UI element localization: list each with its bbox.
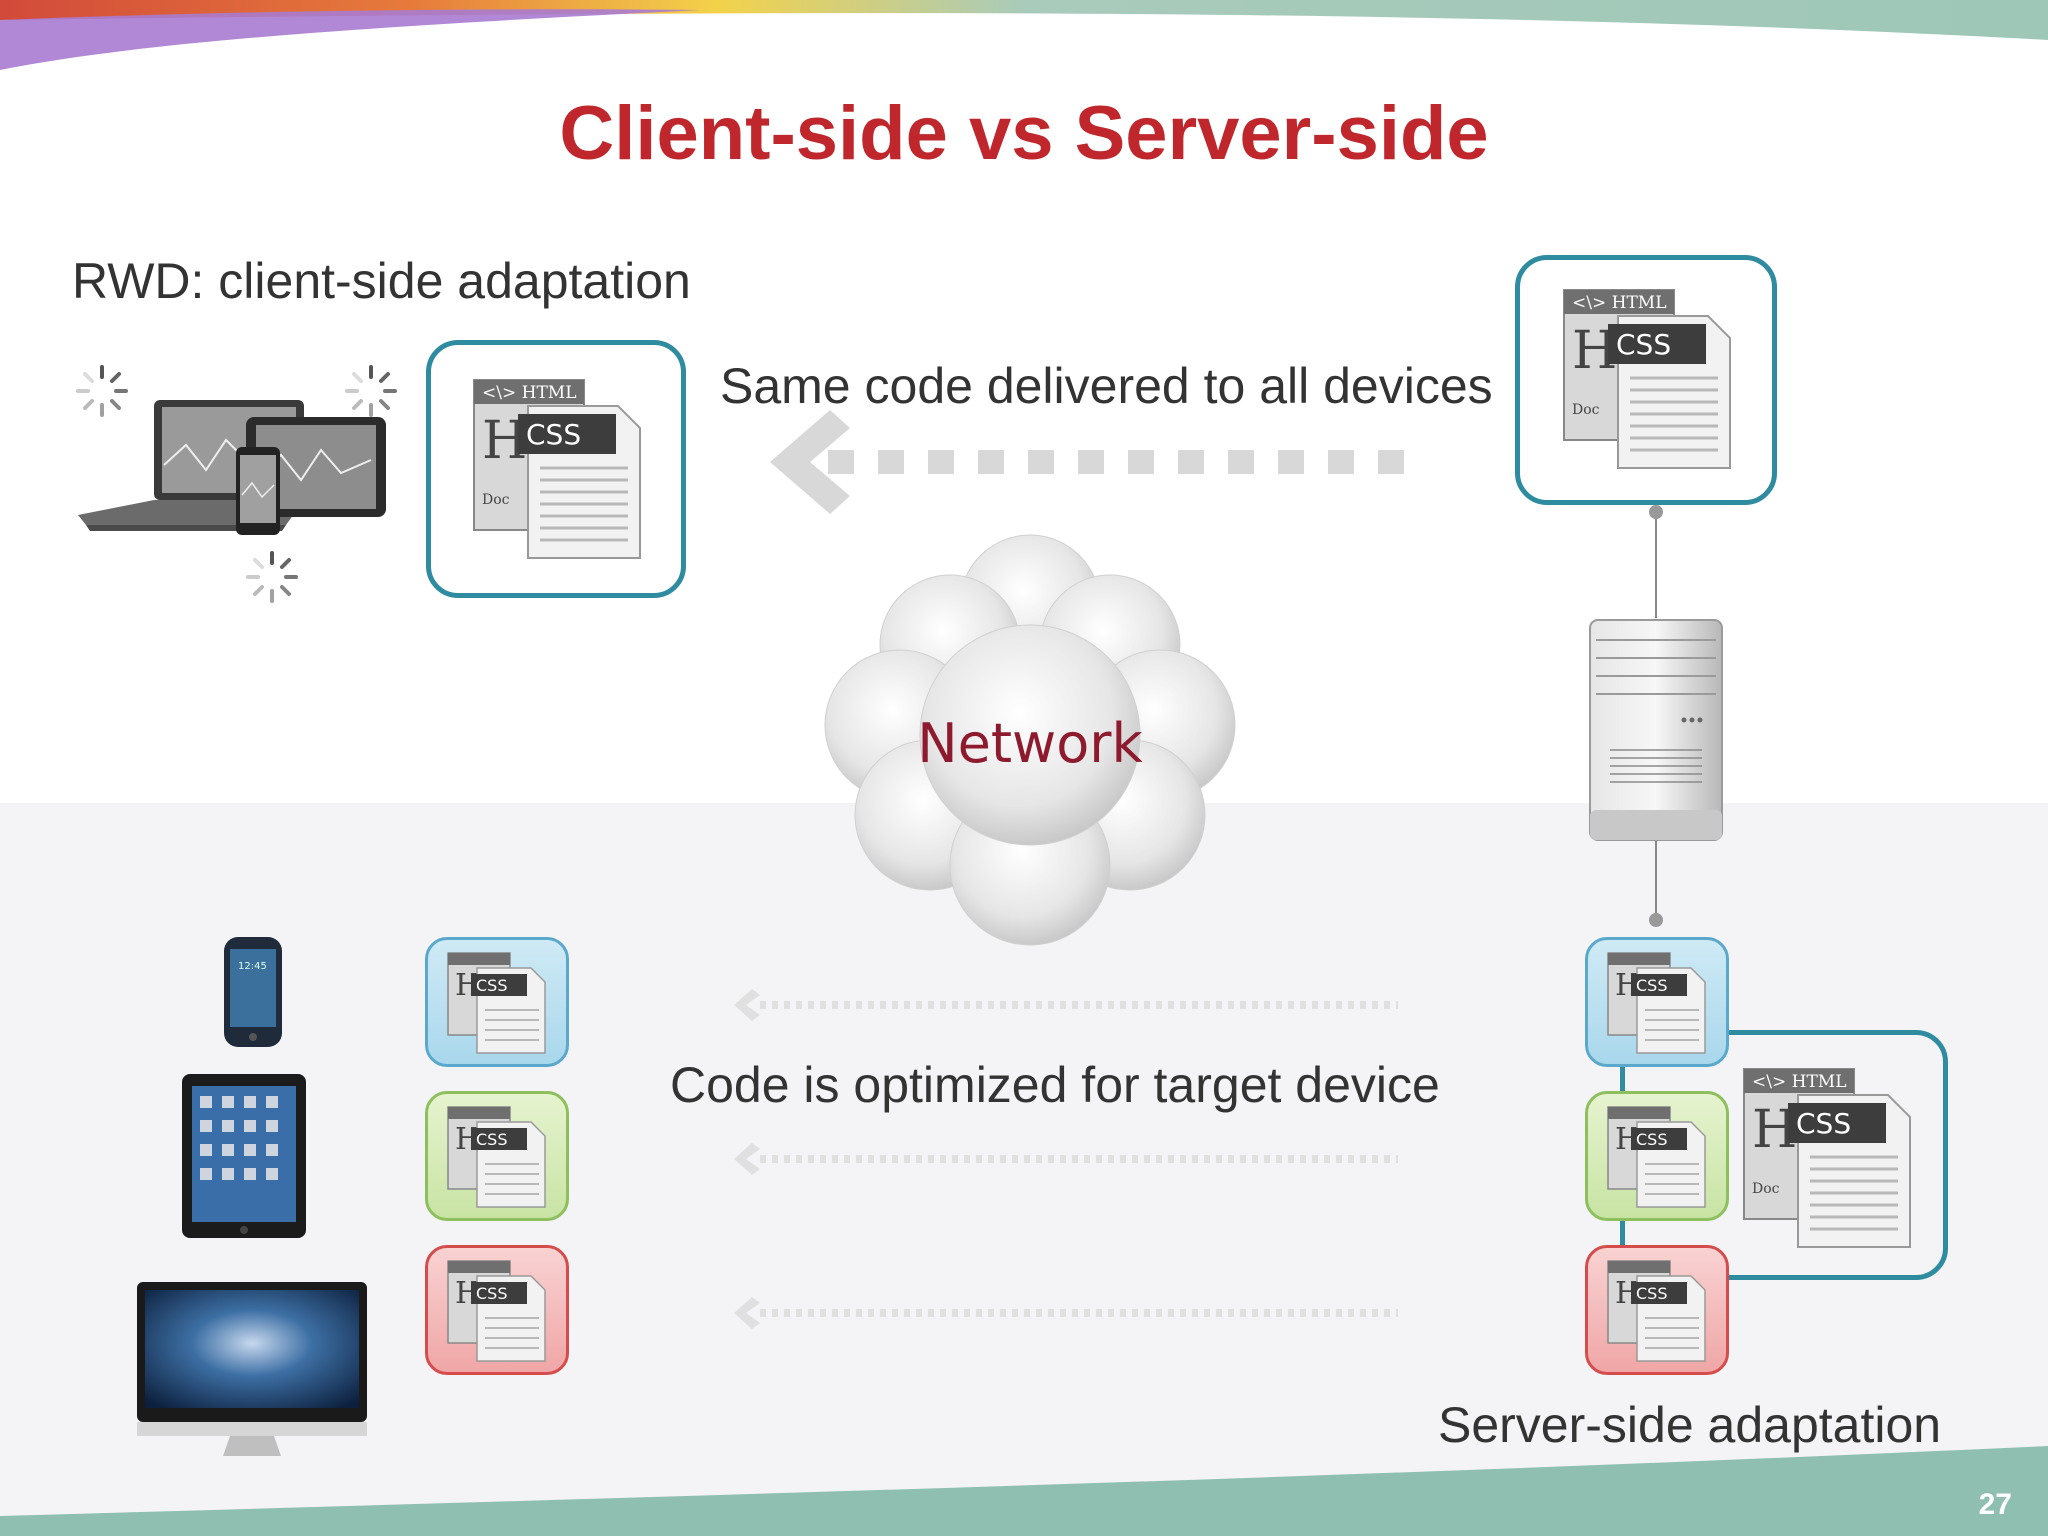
smartphone-icon: 12:45 xyxy=(224,937,282,1047)
html-css-document-icon: H CSS xyxy=(447,952,546,1054)
network-cloud-icon xyxy=(824,534,1236,946)
html-css-document-icon: H CSS xyxy=(447,1260,546,1362)
html-css-document-icon: H CSS xyxy=(1607,1106,1706,1208)
svg-text:CSS: CSS xyxy=(1636,976,1667,995)
optimized-code-label: Code is optimized for target device xyxy=(670,1057,1440,1113)
svg-text:CSS: CSS xyxy=(1616,328,1671,361)
svg-text:CSS: CSS xyxy=(1636,1284,1667,1303)
server-tower-icon xyxy=(1589,505,1723,927)
html-css-document-icon: H CSS xyxy=(447,1106,546,1208)
delivery-arrow-icon xyxy=(770,410,1404,514)
client-side-heading: RWD: client-side adaptation xyxy=(72,253,691,309)
svg-text:Doc: Doc xyxy=(1572,402,1600,418)
svg-text:CSS: CSS xyxy=(1796,1107,1851,1140)
html-css-document-icon: <\> HTML H Doc CSS xyxy=(1743,1068,1911,1248)
svg-text:CSS: CSS xyxy=(476,1284,507,1303)
svg-text:<\> HTML: <\> HTML xyxy=(482,383,576,403)
svg-text:CSS: CSS xyxy=(476,1130,507,1149)
slide-title: Client-side vs Server-side xyxy=(559,91,1489,176)
html-css-document-icon: H CSS xyxy=(1607,1260,1706,1362)
optimized-arrow-icon xyxy=(734,989,1398,1021)
spinner-icon xyxy=(345,365,397,417)
svg-text:CSS: CSS xyxy=(526,418,581,451)
html-css-document-icon: H CSS xyxy=(1607,952,1706,1054)
desktop-monitor-icon xyxy=(137,1282,367,1456)
svg-text:CSS: CSS xyxy=(476,976,507,995)
svg-text:CSS: CSS xyxy=(1636,1130,1667,1149)
spinner-icon xyxy=(76,365,128,417)
optimized-arrow-icon xyxy=(734,1143,1398,1175)
svg-text:Doc: Doc xyxy=(1752,1181,1780,1197)
bottom-ribbon xyxy=(0,1446,2048,1536)
spinner-icon xyxy=(246,551,298,603)
tablet-device-icon xyxy=(182,1074,306,1238)
phone-icon xyxy=(236,447,280,535)
optimized-arrow-icon xyxy=(734,1297,1398,1329)
svg-text:<\> HTML: <\> HTML xyxy=(1752,1072,1846,1092)
network-label: Network xyxy=(917,712,1143,775)
svg-text:<\> HTML: <\> HTML xyxy=(1572,293,1666,313)
html-css-document-icon: <\> HTML H Doc CSS xyxy=(1563,289,1731,469)
svg-text:12:45: 12:45 xyxy=(238,961,267,972)
svg-text:Doc: Doc xyxy=(482,492,510,508)
devices-cluster-icon xyxy=(76,365,397,603)
page-number: 27 xyxy=(1978,1488,2012,1521)
same-code-label: Same code delivered to all devices xyxy=(720,358,1493,414)
server-side-heading: Server-side adaptation xyxy=(1438,1397,1942,1453)
html-css-document-icon: <\> HTML H Doc CSS xyxy=(473,379,641,559)
top-ribbon xyxy=(0,0,2048,70)
